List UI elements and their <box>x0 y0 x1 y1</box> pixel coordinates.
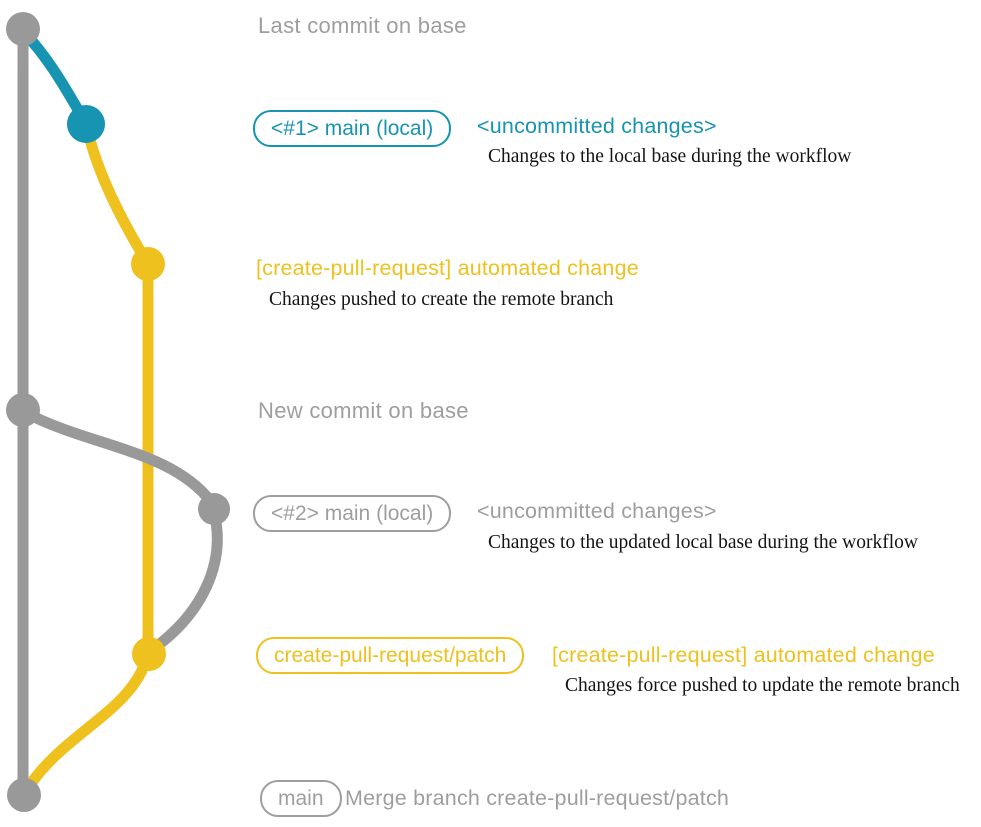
branch-badge-create-pull-request-patch: create-pull-request/patch <box>256 637 525 674</box>
annotation-updated-local-base-changes: Changes to the updated local base during… <box>488 532 918 553</box>
local-branch-2-in-line <box>147 506 223 655</box>
local-branch-2-out-line <box>20 407 218 509</box>
annotation-force-pushed-update: Changes force pushed to update the remot… <box>565 675 960 696</box>
git-graph <box>6 12 230 812</box>
remote-branch-merge-line <box>20 651 153 797</box>
commit-dot-last-base <box>6 12 40 46</box>
commit-dot-automated-2 <box>132 637 166 671</box>
commit-message-merge: Merge branch create-pull-request/patch <box>345 786 730 810</box>
commit-dot-merge <box>7 778 41 812</box>
remote-branch-create-line <box>81 122 153 268</box>
branch-badge-main: main <box>260 780 342 817</box>
branch-badge-main-local-2: <#2> main (local) <box>253 495 452 532</box>
commit-message-automated-2: [create-pull-request] automated change <box>552 643 935 667</box>
branch-badge-main-local-1: <#1> main (local) <box>253 110 452 147</box>
label-last-commit-on-base: Last commit on base <box>258 13 467 38</box>
annotation-pushed-create: Changes pushed to create the remote bran… <box>269 289 614 310</box>
commit-message-automated-1: [create-pull-request] automated change <box>256 256 639 280</box>
commit-dot-automated-1 <box>131 247 165 281</box>
annotation-local-base-changes: Changes to the local base during the wor… <box>488 146 852 167</box>
commit-message-uncommitted-1: <uncommitted changes> <box>477 114 717 138</box>
commit-dot-local-1 <box>67 105 105 143</box>
commit-dot-new-base <box>6 393 40 427</box>
commit-message-uncommitted-2: <uncommitted changes> <box>477 499 717 523</box>
commit-dot-local-2 <box>198 493 230 525</box>
label-new-commit-on-base: New commit on base <box>258 398 469 423</box>
